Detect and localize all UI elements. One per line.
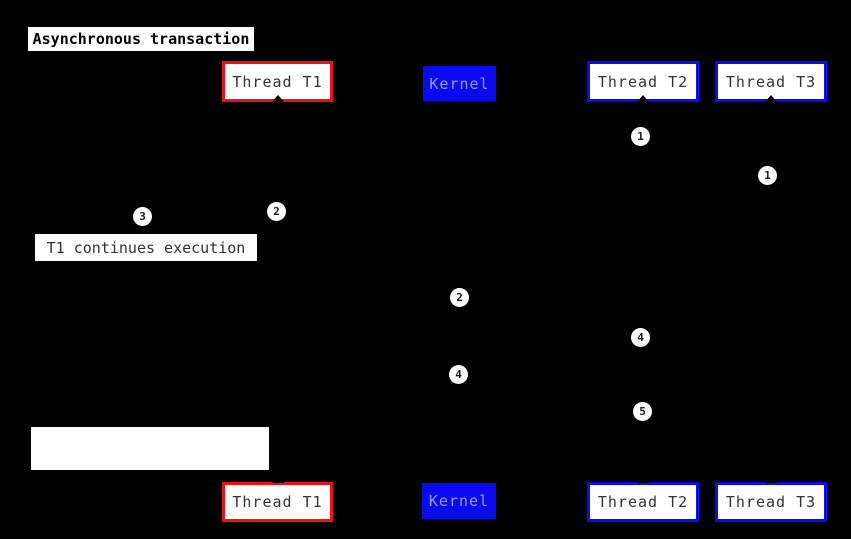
actor-label: Thread T1 bbox=[232, 72, 323, 91]
actor-label: Thread T3 bbox=[725, 493, 817, 511]
arrowhead-notch bbox=[765, 95, 777, 102]
sequence-badge-3: 3 bbox=[133, 207, 152, 226]
arrowhead-notch bbox=[271, 476, 284, 483]
sequence-badge-2: 2 bbox=[450, 288, 469, 307]
actor-label: Thread T3 bbox=[725, 72, 817, 91]
actor-label: Thread T2 bbox=[597, 72, 689, 91]
arrowhead-notch bbox=[637, 476, 649, 483]
actor-label: Kernel bbox=[428, 492, 490, 510]
arrowhead-notch bbox=[271, 95, 284, 102]
actor-label: Thread T2 bbox=[597, 493, 689, 511]
actor-label: Thread T1 bbox=[232, 493, 323, 511]
sequence-badge-1: 1 bbox=[758, 166, 777, 185]
sequence-badge-1: 1 bbox=[631, 127, 650, 146]
blank-note-box bbox=[31, 427, 269, 470]
sequence-badge-5: 5 bbox=[633, 402, 652, 421]
actor-label: Kernel bbox=[429, 74, 490, 93]
actor-thread-t1-bottom: Thread T1 bbox=[222, 482, 333, 522]
diagram-title: Asynchronous transaction bbox=[28, 27, 254, 51]
actor-kernel-bottom: Kernel bbox=[422, 483, 496, 519]
sequence-badge-4: 4 bbox=[449, 365, 468, 384]
actor-thread-t3-bottom: Thread T3 bbox=[715, 482, 827, 522]
actor-kernel-top: Kernel bbox=[423, 66, 496, 101]
arrowhead-notch bbox=[637, 95, 649, 102]
note-t1-continues-execution: T1 continues execution bbox=[35, 234, 257, 261]
sequence-badge-4: 4 bbox=[631, 328, 650, 347]
actor-thread-t2-bottom: Thread T2 bbox=[587, 482, 699, 522]
sequence-badge-2: 2 bbox=[267, 202, 286, 221]
arrowhead-notch bbox=[765, 476, 777, 483]
